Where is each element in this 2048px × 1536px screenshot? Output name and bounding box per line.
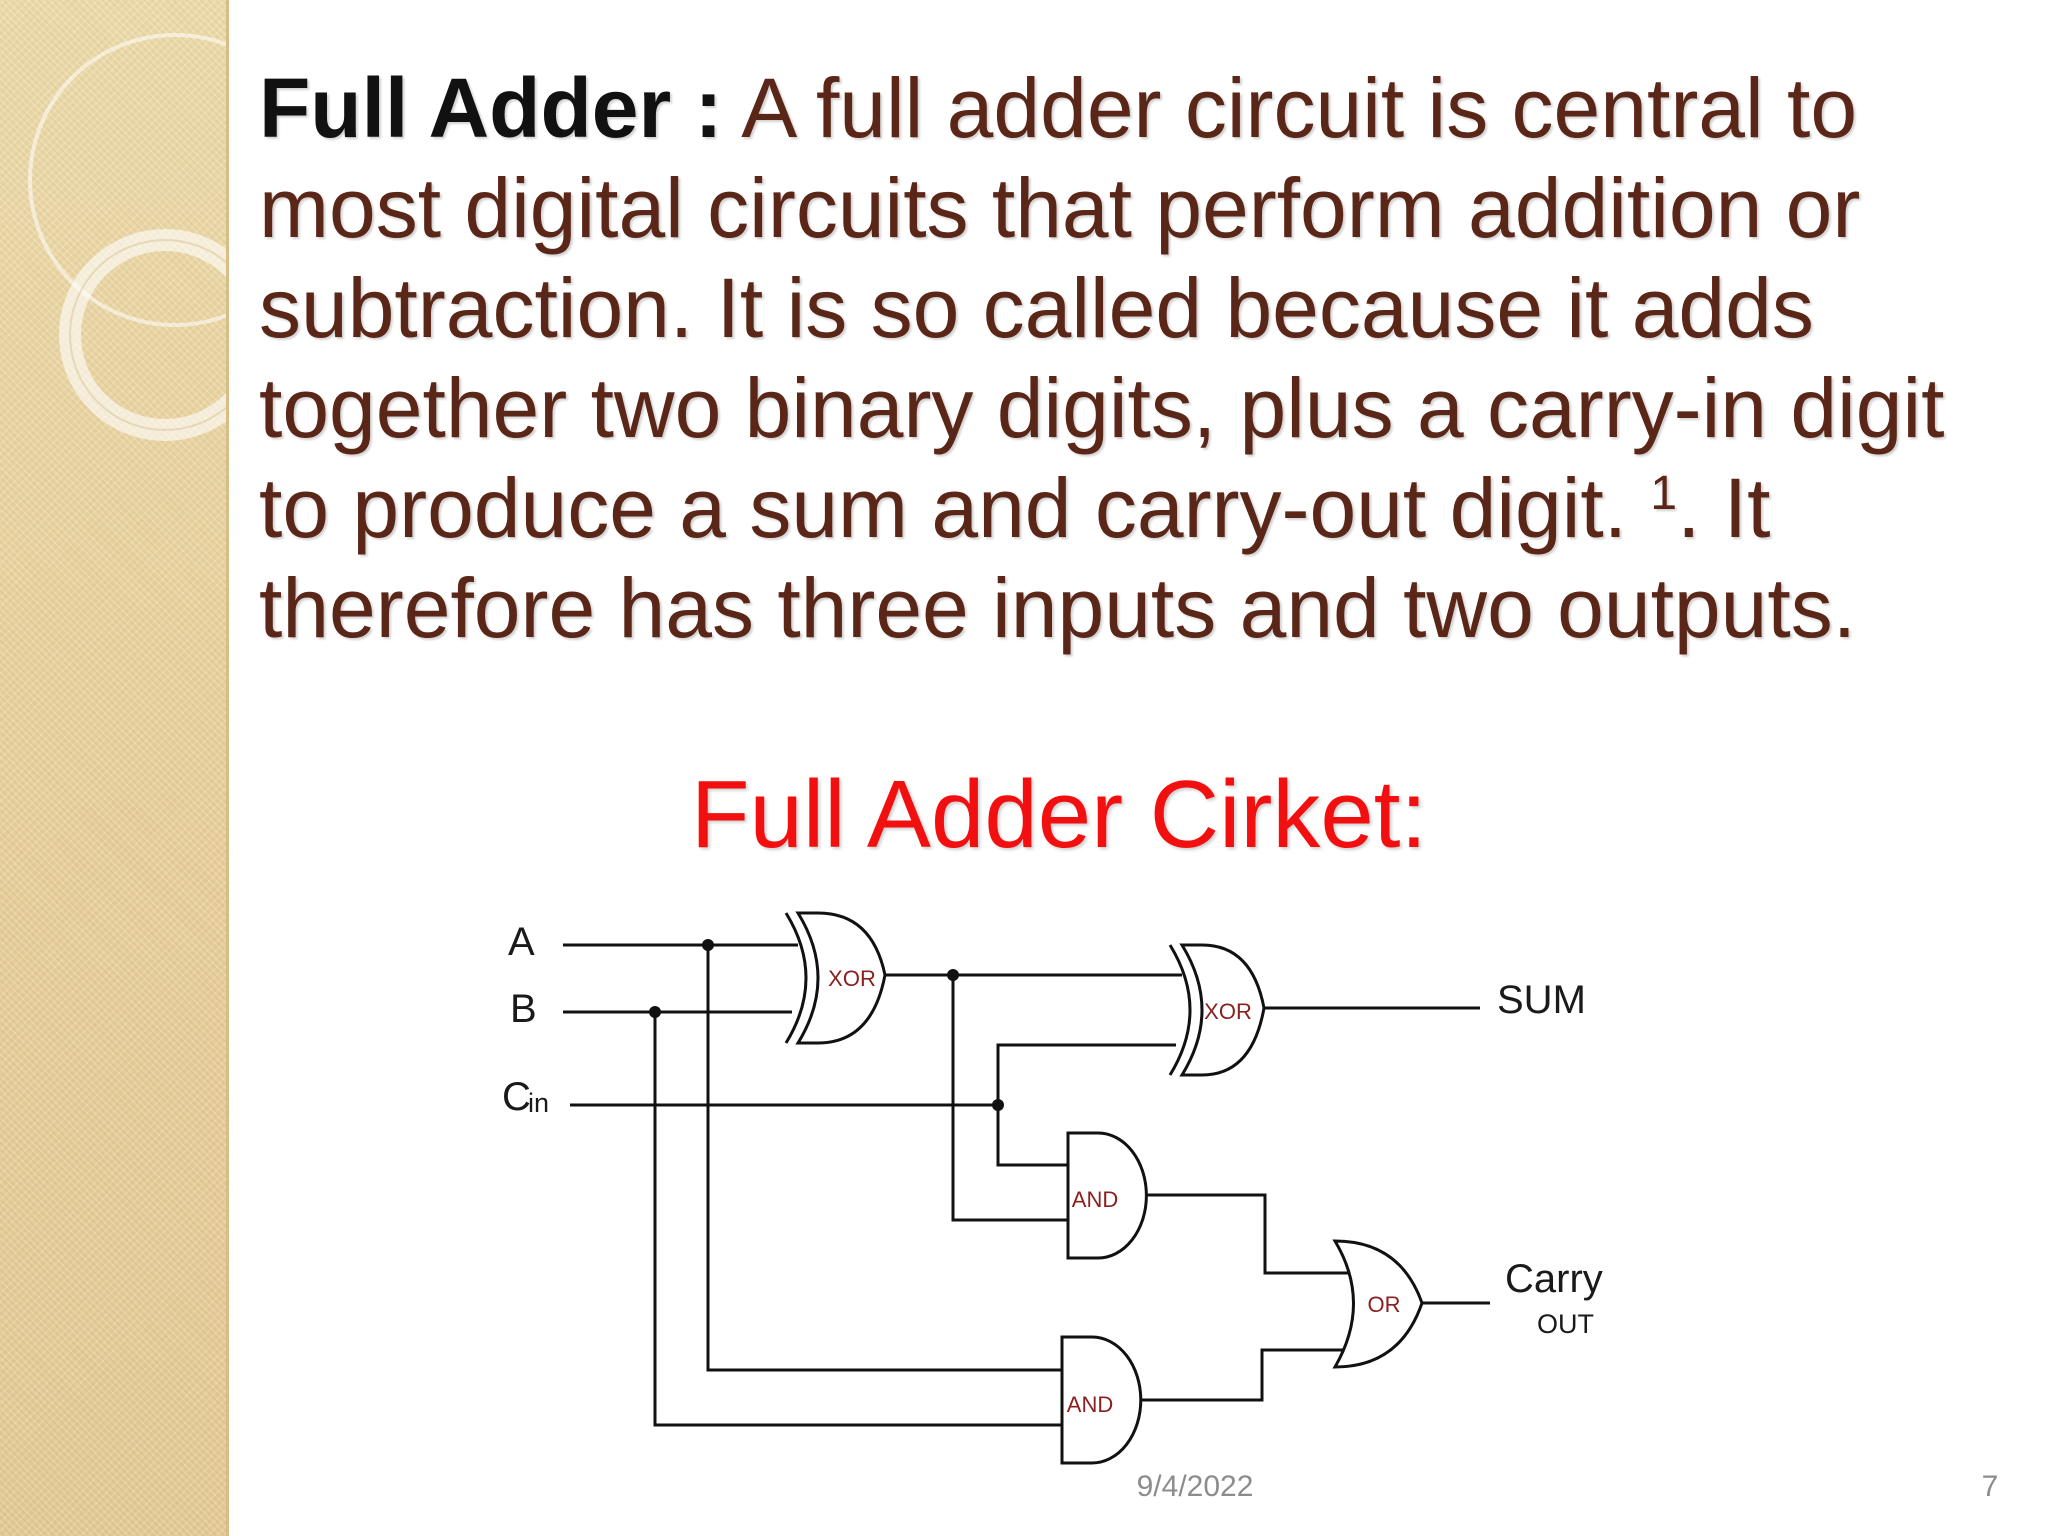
body-text: A full adder circuit is central to most … <box>259 61 1945 555</box>
xor-gate-2 <box>1168 943 1266 1077</box>
input-b-label: B <box>510 987 537 1031</box>
or-gate-label: OR <box>1368 1292 1401 1317</box>
xor-gate-1 <box>784 911 887 1045</box>
input-cin-subscript: in <box>528 1088 549 1118</box>
junction-dots <box>649 939 1004 1111</box>
diagram-title: Full Adder Cirket: <box>690 761 1428 868</box>
input-cin-label: C <box>502 1075 531 1119</box>
junction-dot-xor1-out <box>947 969 959 981</box>
and-gate-1-label: AND <box>1072 1187 1118 1212</box>
decorative-sidebar <box>0 0 229 1536</box>
output-carry-subscript: OUT <box>1537 1309 1594 1339</box>
and-gate-2-label: AND <box>1067 1392 1113 1417</box>
junction-dot-cin <box>992 1099 1004 1111</box>
input-a-label: A <box>508 920 535 964</box>
output-carry-label: Carry <box>1505 1257 1603 1301</box>
xor-gate-1-label: XOR <box>828 966 876 991</box>
slide-number: 7 <box>1981 1470 1999 1503</box>
body-paragraph: Full Adder : A full adder circuit is cen… <box>259 58 2019 658</box>
junction-dot-a <box>702 939 714 951</box>
heading-label: Full Adder : <box>259 61 723 155</box>
footnote-marker: 1 <box>1650 467 1678 520</box>
body-text-end: . It therefore has three inputs and two … <box>259 461 1857 655</box>
footer-date: 9/4/2022 <box>1136 1470 1254 1503</box>
or-gate <box>1332 1239 1424 1369</box>
and-gate-2 <box>1060 1335 1143 1465</box>
output-sum-label: SUM <box>1497 978 1586 1022</box>
and-gate-1 <box>1066 1131 1148 1260</box>
circuit-wires <box>563 943 1490 1427</box>
junction-dot-b <box>649 1006 661 1018</box>
xor-gate-2-label: XOR <box>1204 999 1252 1024</box>
sidebar-rings-decoration <box>28 33 226 441</box>
